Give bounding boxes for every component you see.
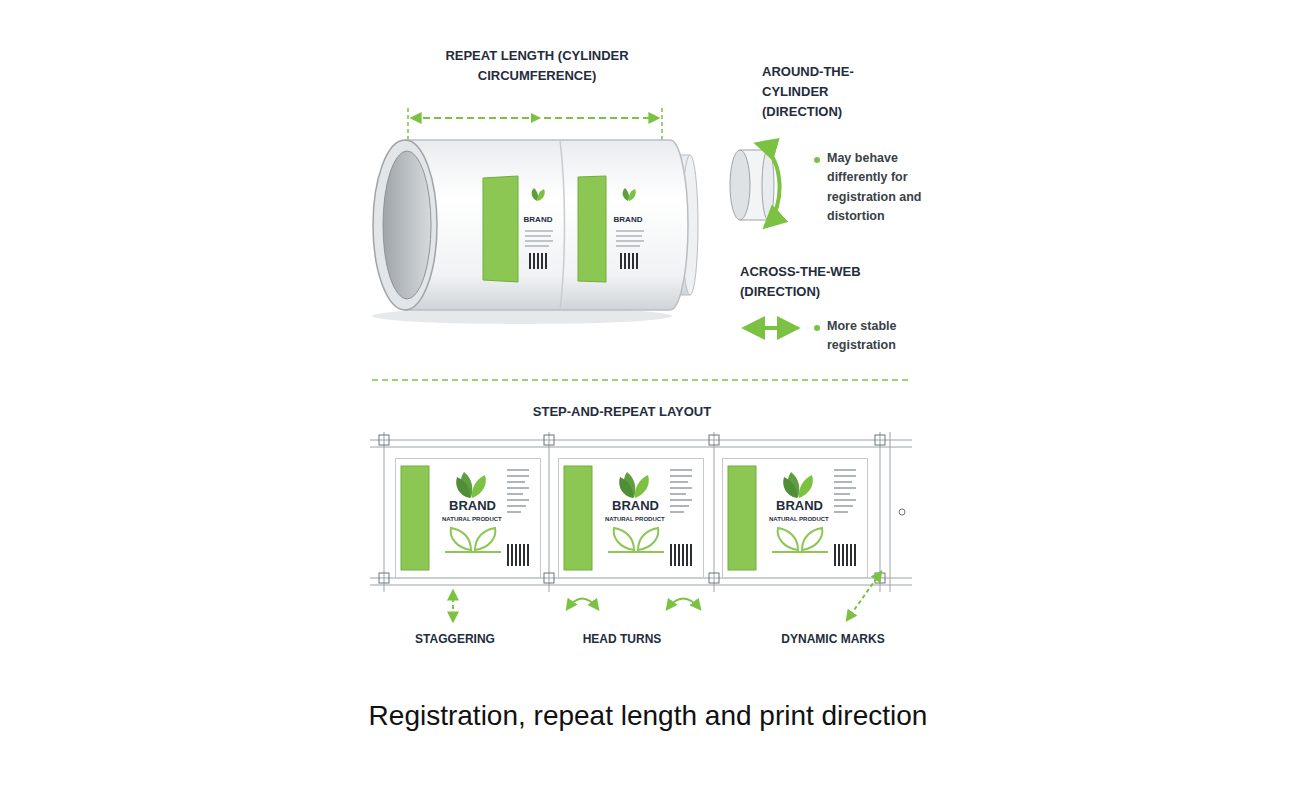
reg-mark <box>709 435 719 445</box>
brand-text: BRAND <box>614 216 643 225</box>
label-print <box>525 188 553 269</box>
staggering-arrow <box>452 591 454 621</box>
repeat-seam <box>560 140 565 310</box>
print-cylinder <box>372 140 698 324</box>
direction-heading: AROUND-THE-CYLINDER (DIRECTION) <box>762 62 887 122</box>
bullet <box>814 157 820 163</box>
web-cut-line <box>880 432 881 592</box>
bullet <box>814 325 820 331</box>
product-line: NATURAL PRODUCT <box>769 516 829 522</box>
brand-name: BRAND <box>449 498 496 513</box>
label-panel: BRAND NATURAL PRODUCT <box>395 458 541 578</box>
reg-mark <box>875 435 885 445</box>
product-line: NATURAL PRODUCT <box>605 516 665 522</box>
web-edge <box>370 447 912 448</box>
cylinder-bore <box>383 151 431 299</box>
label-print <box>616 188 644 269</box>
label-panel: BRAND NATURAL PRODUCT <box>722 458 868 578</box>
reg-mark <box>544 573 554 583</box>
cylinder-face <box>373 140 437 310</box>
dimension-label: REPEAT LENGTH (CYLINDER CIRCUMFERENCE) <box>412 46 662 86</box>
product-line: NATURAL PRODUCT <box>442 516 502 522</box>
web-cut-line <box>549 432 550 592</box>
dynamic-mark-arrow <box>847 572 881 620</box>
around-cylinder-icon <box>730 144 820 226</box>
direction-arrowhead <box>531 113 541 123</box>
head-turn-arrow <box>567 599 598 610</box>
callout-label: HEAD TURNS <box>583 630 662 649</box>
reg-mark <box>544 435 554 445</box>
label-artwork <box>564 466 692 570</box>
mini-cylinder-face <box>730 150 750 220</box>
brand-text: BRAND <box>524 216 553 225</box>
web-cut-line <box>384 432 385 592</box>
label-bar <box>578 176 606 282</box>
label-bar <box>483 176 518 282</box>
web-cut-line <box>890 432 891 592</box>
reg-mark <box>709 573 719 583</box>
across-arrow <box>746 326 796 330</box>
head-turn-arrow <box>667 599 700 610</box>
brand-name: BRAND <box>776 498 823 513</box>
brand-name: BRAND <box>612 498 659 513</box>
callout-label: STAGGERING <box>415 630 495 649</box>
cylinder-body <box>405 140 688 310</box>
callout-label: DYNAMIC MARKS <box>781 630 884 649</box>
caption: Registration, repeat length and print di… <box>369 699 928 733</box>
reg-mark <box>899 509 905 515</box>
across-web-icon <box>746 325 820 331</box>
rotation-arrow <box>758 144 780 226</box>
web-cut-line <box>714 432 715 592</box>
section-heading: STEP-AND-REPEAT LAYOUT <box>533 402 711 422</box>
label-panel: BRAND NATURAL PRODUCT <box>558 458 704 578</box>
label-artwork <box>401 466 529 570</box>
web-edge <box>370 585 912 586</box>
section-divider <box>372 379 912 381</box>
reg-mark <box>379 435 389 445</box>
web-edge <box>370 440 912 441</box>
label-artwork <box>728 466 856 570</box>
registration-marks <box>379 435 905 583</box>
bullet-note: More stable registration <box>827 317 927 356</box>
web-frame <box>370 432 912 592</box>
direction-heading: ACROSS-THE-WEB (DIRECTION) <box>740 262 910 302</box>
bullet-note: May behave differently for registration … <box>827 149 932 227</box>
reg-mark <box>379 573 389 583</box>
